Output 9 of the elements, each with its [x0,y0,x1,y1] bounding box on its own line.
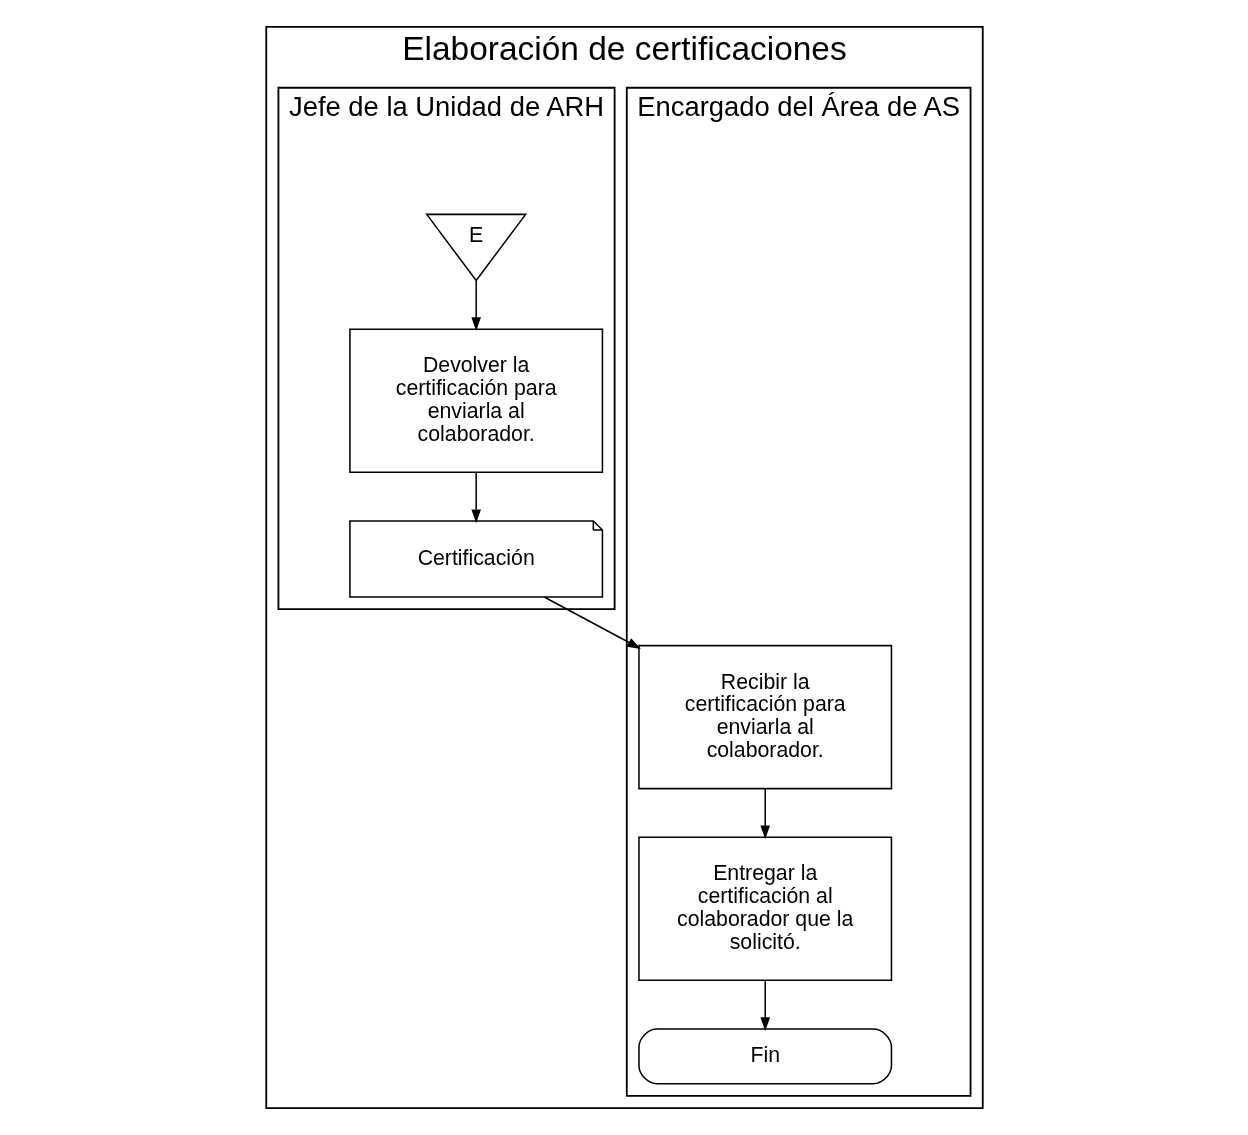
node-box: Recibir la certificación para enviarla al colaborador. [637,644,892,790]
node-box: Devolver la certificación para enviarla al colaborador. [348,328,603,473]
arrow [470,471,481,524]
node-box: Fin [637,1028,892,1085]
node-box: Entregar la certificación al colaborador que la solicitó. [637,836,892,982]
arrow [470,280,481,332]
arrow [759,788,770,840]
arrow [543,596,641,649]
arrow [759,979,770,1032]
